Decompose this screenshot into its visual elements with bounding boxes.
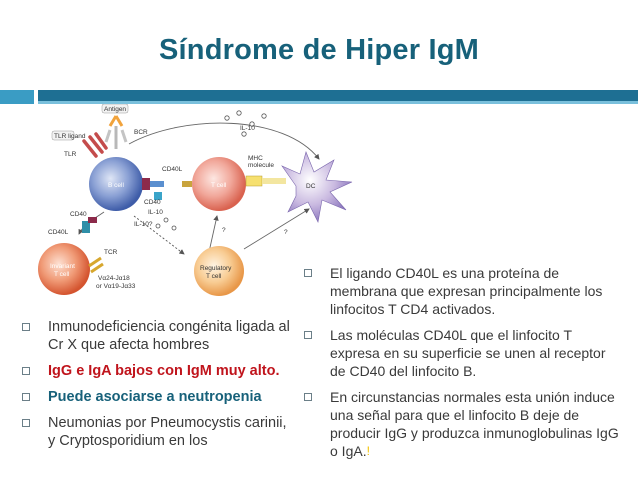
bullet-text: Inmunodeficiencia congénita ligada al Cr… bbox=[48, 319, 290, 353]
arrow-reg-to-t bbox=[208, 215, 219, 253]
arrow-b-to-reg bbox=[133, 215, 185, 255]
invariant-t-cell bbox=[38, 243, 90, 295]
list-item: El ligando CD40L es una proteína de memb… bbox=[304, 264, 624, 318]
left-bullet-list: Inmunodeficiencia congénita ligada al Cr… bbox=[22, 318, 294, 458]
invariant-cd40-link bbox=[82, 217, 97, 233]
list-item: IgG e IgA bajos con IgM muy alto. bbox=[22, 362, 294, 380]
slide-title: Síndrome de Hiper IgM bbox=[158, 34, 479, 66]
bullet-text: Puede asociarse a neutropenia bbox=[48, 389, 262, 405]
label-tlr-ligand: TLR ligand bbox=[54, 133, 86, 140]
label-regulatory: Regulatory bbox=[200, 265, 232, 272]
label-antigen: Antigen bbox=[104, 106, 126, 113]
label-tlr: TLR bbox=[64, 151, 77, 158]
regulatory-t-cell bbox=[194, 246, 244, 296]
list-item: Puede asociarse a neutropenia bbox=[22, 388, 294, 406]
label-il10-mid: IL-10 bbox=[148, 209, 163, 216]
band-right-segment bbox=[38, 90, 638, 104]
label-cd40-mid: CD40 bbox=[144, 199, 161, 206]
label-il10-top: IL-10 bbox=[240, 125, 255, 132]
label-il10-low: IL-10? bbox=[134, 221, 153, 228]
arrow-reg-to-dc bbox=[243, 208, 310, 250]
label-cd40l-left: CD40L bbox=[48, 229, 69, 236]
label-question-2: ? bbox=[284, 229, 288, 236]
label-cd40-left: CD40 bbox=[70, 211, 87, 218]
arrow-b-to-dc bbox=[128, 122, 320, 160]
cytokine-dots bbox=[155, 110, 267, 231]
dendritic-cell bbox=[281, 151, 353, 223]
label-invariant-t-cell: T cell bbox=[54, 271, 70, 278]
title-band bbox=[0, 90, 638, 104]
trailing-mark: ! bbox=[366, 444, 370, 458]
bullet-text: El ligando CD40L es una proteína de memb… bbox=[330, 265, 603, 317]
bullet-box bbox=[22, 367, 30, 375]
label-tcr-b: or Vα19-Jα33 bbox=[96, 283, 136, 290]
label-dc: DC bbox=[306, 183, 316, 190]
bullet-box bbox=[22, 419, 30, 427]
bullet-box bbox=[304, 331, 312, 339]
bullet-text: En circunstancias normales esta unión in… bbox=[330, 389, 619, 459]
list-item: Neumonias por Pneumocystis carinii, y Cr… bbox=[22, 414, 294, 450]
bullet-text: IgG e IgA bajos con IgM muy alto. bbox=[48, 363, 280, 379]
bullet-box bbox=[22, 323, 30, 331]
list-item: En circunstancias normales esta unión in… bbox=[304, 388, 624, 460]
label-tcr-a: Vα24-Jα18 bbox=[98, 275, 130, 282]
bullet-box bbox=[22, 393, 30, 401]
right-bullet-list: El ligando CD40L es una proteína de memb… bbox=[304, 264, 624, 468]
bullet-text: Las moléculas CD40L que el linfocito T e… bbox=[330, 327, 606, 379]
cd40-cd40l-link bbox=[142, 178, 192, 200]
list-item: Las moléculas CD40L que el linfocito T e… bbox=[304, 326, 624, 380]
label-cd40l-top: CD40L bbox=[162, 166, 183, 173]
t-cell bbox=[192, 157, 246, 211]
bcr-receptor bbox=[101, 104, 129, 149]
label-b-cell: B cell bbox=[108, 182, 124, 189]
label-invariant: Invariant bbox=[50, 263, 75, 270]
bullet-text: Neumonias por Pneumocystis carinii, y Cr… bbox=[48, 415, 287, 449]
bullet-box bbox=[304, 393, 312, 401]
band-left-segment bbox=[0, 90, 34, 104]
label-molecule: molecule bbox=[248, 162, 274, 169]
label-regulatory-t-cell: T cell bbox=[206, 273, 222, 280]
band-highlight-stripe bbox=[38, 101, 638, 104]
immune-cell-diagram: TLR ligand Antigen BCR TLR B cell CD40L … bbox=[38, 104, 353, 296]
list-item: Inmunodeficiencia congénita ligada al Cr… bbox=[22, 318, 294, 354]
label-mhc: MHC bbox=[248, 155, 263, 162]
label-bcr: BCR bbox=[134, 129, 148, 136]
label-question-1: ? bbox=[222, 227, 226, 234]
label-tcr: TCR bbox=[104, 249, 118, 256]
bullet-box bbox=[304, 269, 312, 277]
mhc-link bbox=[245, 175, 286, 187]
tlr-receptor bbox=[51, 130, 108, 158]
label-t-cell: T cell bbox=[211, 182, 227, 189]
tcr-receptor bbox=[88, 256, 104, 274]
b-cell bbox=[89, 157, 143, 211]
